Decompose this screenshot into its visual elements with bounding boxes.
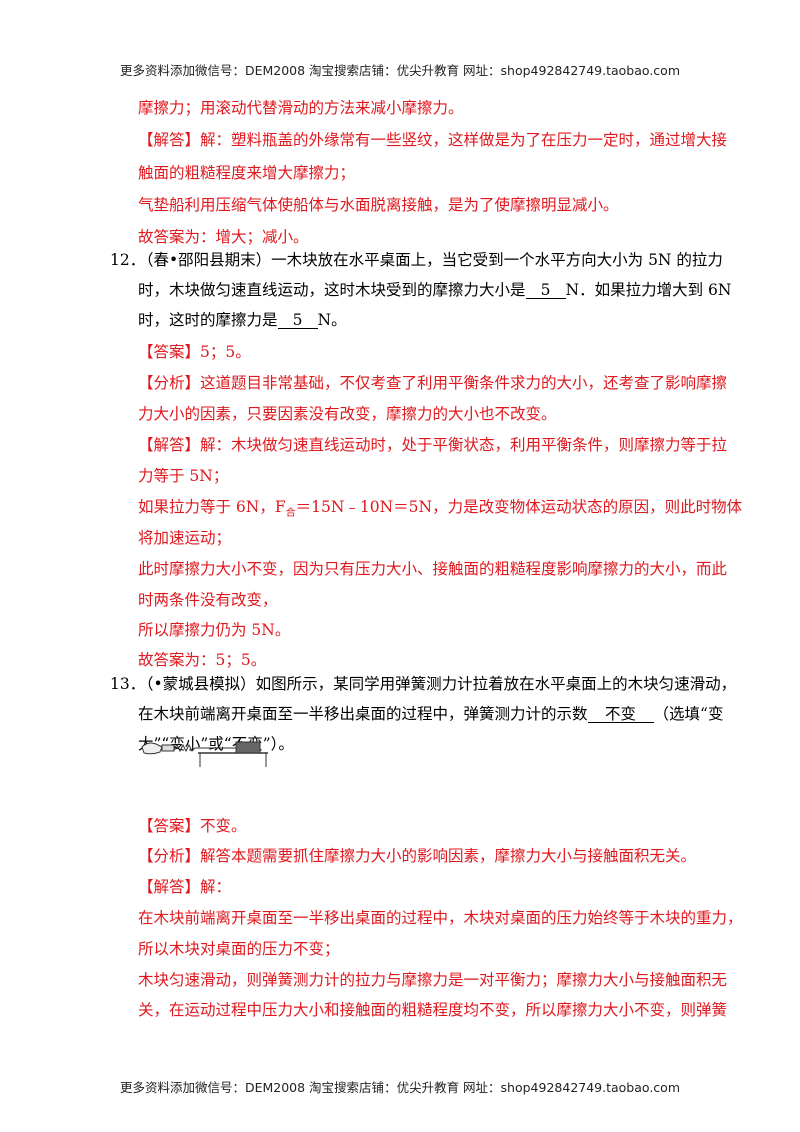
q11-jieda-line1: 【解答】解：塑料瓶盖的外缘常有一些竖纹，这样做是为了在压力一定时，通过增大接 (138, 130, 727, 150)
q12-jieda-line7: 所以摩擦力仍为 5N。 (138, 621, 291, 639)
q13-jieda-line0: 【解答】解： (138, 877, 231, 897)
q12-jieda-line2: 力等于 5N； (138, 467, 229, 485)
q13-jieda-line3: 木块匀速滑动，则弹簧测力计的拉力与摩擦力是一对平衡力；摩擦力大小与接触面积无 (138, 971, 728, 989)
jieda-tag: 【解答】 (138, 436, 201, 454)
q12-jieda-line5: 此时摩擦力大小不变，因为只有压力大小、接触面的粗糙程度影响摩擦力的大小，而此 (138, 560, 728, 578)
q12-final-answer: 故答案为：5；5。 (138, 651, 267, 669)
spring-scale-figure (141, 741, 268, 767)
jieda-text: 解：塑料瓶盖的外缘常有一些竖纹，这样做是为了在压力一定时，通过增大接 (200, 131, 728, 149)
q11-line1: 摩擦力；用滚动代替滑动的方法来减小摩擦力。 (138, 99, 464, 117)
q12-answer-blank2: 5 (277, 312, 318, 329)
hand-shape (141, 742, 163, 755)
q13-stem-text: （选填“变 (653, 705, 724, 723)
daan-text: 不变。 (200, 817, 247, 835)
scale-body (161, 744, 175, 752)
daan-tag: 【答案】 (138, 817, 201, 835)
q12-stem-text: 时，木块做匀速直线运动，这时木块受到的摩擦力大小是 (138, 281, 526, 299)
q12-stem-text: N．如果拉力增大到 6N (565, 281, 732, 299)
q12-daan: 【答案】5；5。 (138, 342, 251, 362)
subscript-he: 合 (285, 508, 296, 520)
q12-stem-text: 时，这时的摩擦力是 (138, 311, 278, 329)
q11-jieda-line2: 触面的粗糙程度来增大摩擦力； (138, 164, 356, 182)
jieda-text: 解：木块做匀速直线运动时，处于平衡状态，利用平衡条件，则摩擦力等于拉 (200, 436, 728, 454)
q12-stem-line1: （春•邵阳县期末）一木块放在水平桌面上，当它受到一个水平方向大小为 5N 的拉力 (138, 251, 723, 269)
jieda-tag: 【解答】 (138, 131, 201, 149)
q12-jieda-line6: 时两条件没有改变， (138, 591, 278, 609)
q12-jieda-line4: 将加速运动； (138, 529, 232, 547)
fenxi-tag: 【分析】 (138, 374, 201, 392)
jieda-tag: 【解答】 (138, 878, 201, 896)
q11-jieda-line3: 气垫船利用压缩气体使船体与水面脱离接触，是为了使摩擦明显减小。 (138, 196, 619, 214)
q13-jieda-line2: 所以木块对桌面的压力不变； (138, 940, 340, 958)
q13-stem-text: 在木块前端离开桌面至一半移出桌面的过程中，弹簧测力计的示数 (138, 705, 588, 723)
q12-number: 12． (110, 251, 146, 269)
daan-tag: 【答案】 (138, 343, 201, 361)
page-header: 更多资料添加微信号：DEM2008 淘宝搜索店铺：优尖升教育 网址：shop49… (119, 63, 681, 78)
fenxi-tag: 【分析】 (138, 847, 201, 865)
q13-jieda-line4: 关，在运动过程中压力大小和接触面的粗糙程度均不变，所以摩擦力大小不变，则弹簧 (138, 1001, 728, 1019)
jieda-text: ＝15N﹣10N＝5N，力是改变物体运动状态的原因，则此时物体 (295, 498, 743, 516)
wood-block (235, 741, 261, 754)
q13-number: 13． (110, 675, 146, 693)
q12-fenxi-line1: 【分析】这道题目非常基础，不仅考查了利用平衡条件求力的大小，还考查了影响摩擦 (138, 373, 727, 393)
jieda-text: 解： (200, 878, 232, 896)
q12-answer-blank1: 5 (525, 282, 566, 299)
jieda-text: 如果拉力等于 6N，F (138, 498, 286, 516)
spring-shape (173, 743, 196, 753)
q12-fenxi-line2: 力大小的因素，只要因素没有改变，摩擦力的大小也不改变。 (138, 405, 557, 423)
q13-jieda-line1: 在木块前端离开桌面至一半移出桌面的过程中，木块对桌面的压力始终等于木块的重力， (138, 909, 743, 927)
page-footer: 更多资料添加微信号：DEM2008 淘宝搜索店铺：优尖升教育 网址：shop49… (119, 1080, 681, 1095)
q13-daan: 【答案】不变。 (138, 816, 247, 836)
q13-answer-blank: 不变 (587, 706, 654, 723)
q13-stem-line1: （•蒙城县模拟）如图所示，某同学用弹簧测力计拉着放在水平桌面上的木块匀速滑动， (138, 675, 737, 693)
fenxi-text: 这道题目非常基础，不仅考查了利用平衡条件求力的大小，还考查了影响摩擦 (200, 374, 728, 392)
daan-text: 5；5。 (200, 343, 251, 361)
fenxi-text: 解答本题需要抓住摩擦力大小的影响因素，摩擦力大小与接触面积无关。 (200, 847, 697, 865)
q12-jieda-line1: 【解答】解：木块做匀速直线运动时，处于平衡状态，利用平衡条件，则摩擦力等于拉 (138, 435, 727, 455)
q13-stem-line2: 在木块前端离开桌面至一半移出桌面的过程中，弹簧测力计的示数不变（选填“变 (138, 704, 723, 724)
q12-jieda-line3: 如果拉力等于 6N，F合＝15N﹣10N＝5N，力是改变物体运动状态的原因，则此… (138, 497, 742, 524)
q13-fenxi: 【分析】解答本题需要抓住摩擦力大小的影响因素，摩擦力大小与接触面积无关。 (138, 846, 696, 866)
q11-final-answer: 故答案为：增大；减小。 (138, 228, 309, 246)
q12-stem-text: N。 (317, 311, 347, 329)
